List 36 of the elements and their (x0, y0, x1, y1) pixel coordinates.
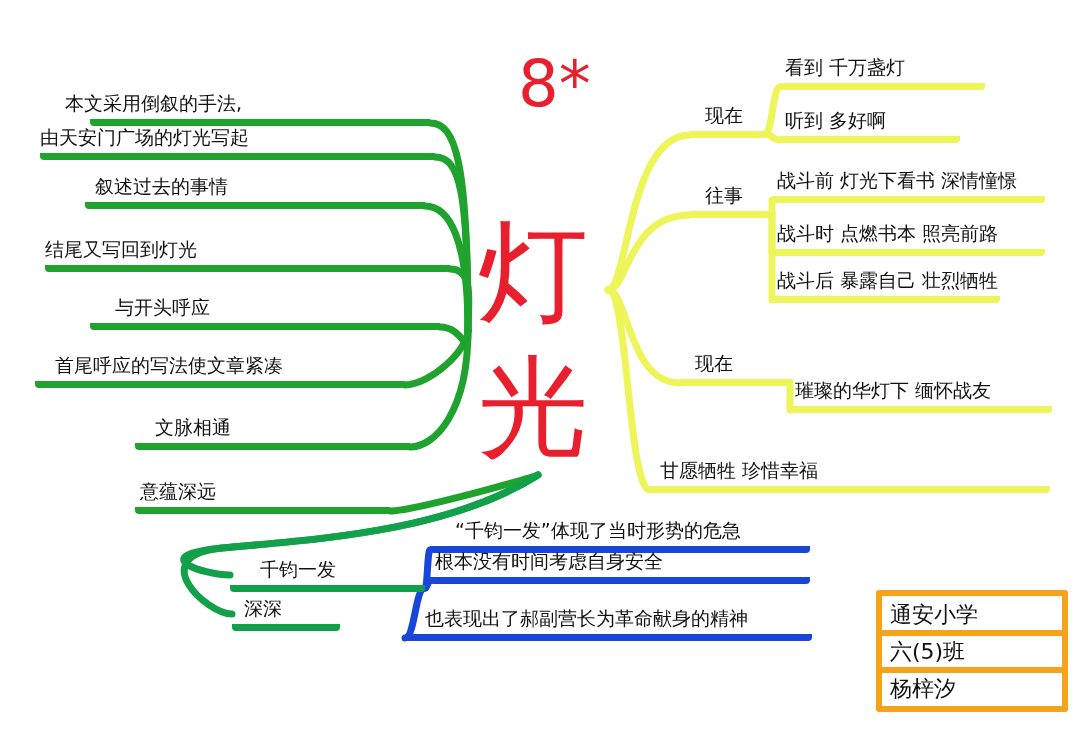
info-box (876, 590, 1068, 712)
branch-text: 千钧一发 (260, 557, 336, 582)
student-name: 杨梓汐 (890, 675, 956, 703)
lesson-number: 8* (518, 52, 591, 116)
branch-text: 璀璨的华灯下 缅怀战友 (795, 378, 992, 403)
branch-text: 与开头呼应 (115, 295, 210, 320)
branch-text: 叙述过去的事情 (95, 174, 228, 199)
branch-line (768, 210, 776, 304)
branch-line (180, 471, 542, 618)
branch-text: 也表现出了郝副营长为革命献身的精神 (425, 606, 748, 631)
branch-text: 深深 (244, 596, 282, 621)
branch-line (421, 577, 434, 592)
central-topic: 灯光 (468, 205, 608, 475)
branch-text: 根本没有时间考虑自身安全 (435, 549, 663, 574)
branch-text: 结尾又写回到灯光 (45, 237, 197, 262)
branch-text: 听到 多好啊 (785, 108, 887, 133)
branch-text: 文脉相通 (155, 415, 231, 440)
branch-text: 本文采用倒叙的手法, (65, 91, 243, 116)
branch-line (786, 378, 794, 414)
branch-text: “千钧一发”体现了当时形势的危急 (455, 518, 741, 543)
branch-text: 现在 (695, 351, 733, 376)
branch-line (386, 471, 542, 515)
branch-text: 看到 千万盏灯 (785, 55, 906, 80)
branch-line (401, 584, 429, 642)
branch-text: 意蕴深远 (140, 479, 216, 504)
branch-text: 战斗后 暴露自己 壮烈牺牲 (777, 268, 999, 293)
branch-text: 甘愿牺牲 珍惜幸福 (660, 458, 819, 483)
class-name: 六(5)班 (890, 638, 966, 666)
branch-text: 首尾呼应的写法使文章紧凑 (55, 353, 283, 378)
school-name: 通安小学 (890, 601, 978, 629)
branch-text: 往事 (705, 183, 743, 208)
branch-text: 现在 (705, 103, 743, 128)
branch-line (604, 286, 654, 494)
branch-text: 战斗时 点燃书本 照亮前路 (777, 221, 999, 246)
branch-text: 由天安门广场的灯光写起 (40, 125, 249, 150)
branch-text: 战斗前 灯光下看书 深情憧憬 (777, 168, 1018, 193)
